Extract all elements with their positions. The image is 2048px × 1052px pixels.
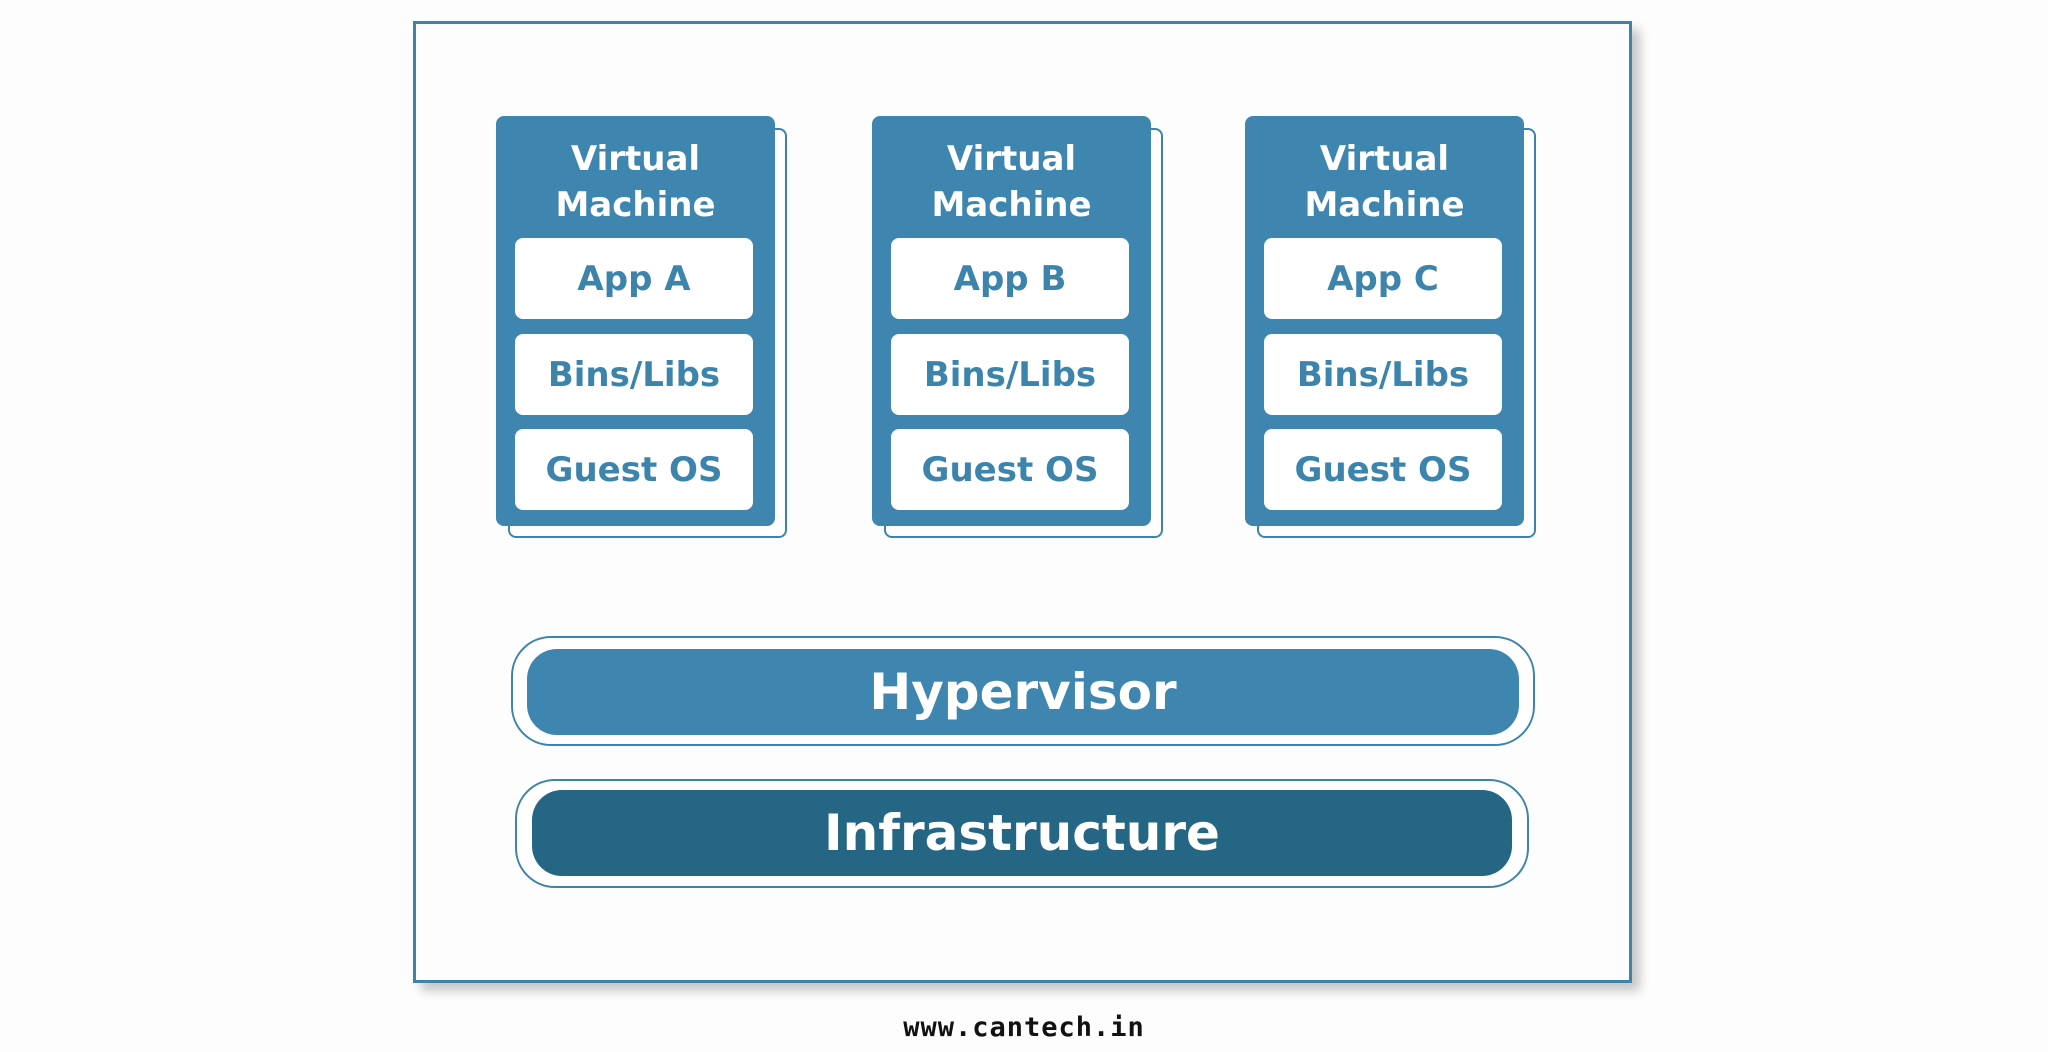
bins-libs-layer: Bins/Libs	[1264, 334, 1502, 415]
guest-os-layer: Guest OS	[515, 429, 753, 510]
vm-card: Virtual Machine App A Bins/Libs Guest OS	[496, 116, 775, 526]
app-layer: App C	[1264, 238, 1502, 319]
bins-libs-layer: Bins/Libs	[515, 334, 753, 415]
vm-title-line2: Machine	[1304, 185, 1465, 225]
vm-title-line2: Machine	[931, 185, 1092, 225]
vm-card: Virtual Machine App C Bins/Libs Guest OS	[1245, 116, 1524, 526]
vm-card: Virtual Machine App B Bins/Libs Guest OS	[872, 116, 1151, 526]
virtual-machine-c: Virtual Machine App C Bins/Libs Guest OS	[1245, 116, 1536, 538]
vm-title-line1: Virtual	[1319, 139, 1450, 179]
guest-os-layer: Guest OS	[891, 429, 1129, 510]
vm-title: Virtual Machine	[1245, 136, 1524, 228]
vm-title: Virtual Machine	[496, 136, 775, 228]
app-layer: App A	[515, 238, 753, 319]
vm-title-line1: Virtual	[946, 139, 1077, 179]
virtual-machine-b: Virtual Machine App B Bins/Libs Guest OS	[872, 116, 1163, 538]
bins-libs-layer: Bins/Libs	[891, 334, 1129, 415]
infrastructure-bar: Infrastructure	[532, 790, 1512, 876]
virtual-machine-a: Virtual Machine App A Bins/Libs Guest OS	[496, 116, 787, 538]
app-layer: App B	[891, 238, 1129, 319]
vm-title-line2: Machine	[555, 185, 716, 225]
vm-title-line1: Virtual	[570, 139, 701, 179]
hypervisor-bar: Hypervisor	[527, 649, 1519, 735]
footer-url: www.cantech.in	[903, 1012, 1145, 1043]
guest-os-layer: Guest OS	[1264, 429, 1502, 510]
vm-title: Virtual Machine	[872, 136, 1151, 228]
